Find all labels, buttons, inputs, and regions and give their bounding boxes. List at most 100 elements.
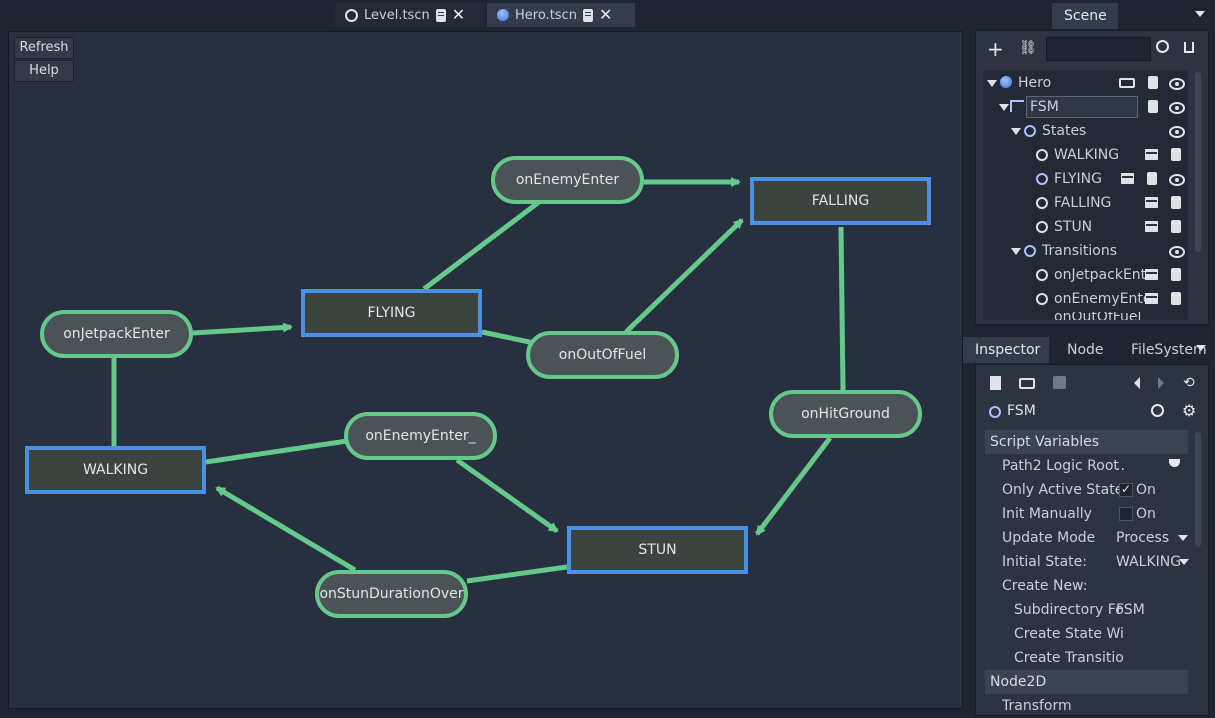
state-flying[interactable]: FLYING bbox=[301, 289, 482, 337]
script-icon[interactable] bbox=[435, 8, 446, 22]
script-icon[interactable] bbox=[1171, 196, 1181, 209]
visibility-eye-icon[interactable] bbox=[1169, 174, 1185, 186]
dock-menu-icon[interactable] bbox=[1195, 11, 1205, 17]
scene-clapper-icon[interactable] bbox=[1145, 269, 1158, 280]
transition-onstundurationover[interactable]: onStunDurationOver bbox=[315, 570, 468, 618]
tab-scene[interactable]: Scene bbox=[1052, 3, 1118, 29]
instance-icon[interactable] bbox=[1119, 78, 1135, 88]
inspector-scrollbar[interactable] bbox=[1195, 432, 1201, 547]
script-icon[interactable] bbox=[1147, 172, 1157, 185]
state-falling[interactable]: FALLING bbox=[750, 177, 931, 225]
tab-node[interactable]: Node bbox=[1067, 342, 1104, 358]
transition-onoutoffuel[interactable]: onOutOfFuel bbox=[526, 331, 679, 379]
prop-value[interactable]: FSM bbox=[1116, 602, 1145, 618]
prop-label: Transform bbox=[1002, 698, 1072, 714]
save-icon[interactable] bbox=[1053, 376, 1066, 389]
dock-menu-icon[interactable] bbox=[1196, 345, 1206, 351]
chevron-down-icon[interactable] bbox=[1178, 535, 1188, 541]
transition-onenemyenter[interactable]: onEnemyEnter bbox=[491, 156, 644, 204]
script-icon[interactable] bbox=[1171, 148, 1181, 161]
new-resource-icon[interactable] bbox=[990, 376, 1001, 390]
history-icon[interactable]: ⟲ bbox=[1183, 375, 1195, 391]
visibility-eye-icon[interactable] bbox=[1169, 126, 1185, 138]
tree-item-onoutoffuel[interactable]: onOutOfFuel bbox=[1054, 312, 1142, 320]
checkbox-checked[interactable]: ✓ bbox=[1119, 482, 1133, 497]
script-icon[interactable] bbox=[1171, 292, 1181, 305]
state-walking[interactable]: WALKING bbox=[25, 446, 206, 494]
prop-label: Update Mode bbox=[1002, 530, 1096, 546]
scene-tree-scrollbar[interactable] bbox=[1195, 72, 1201, 252]
open-folder-icon[interactable] bbox=[1019, 378, 1035, 389]
visibility-eye-icon[interactable] bbox=[1169, 102, 1185, 114]
prop-value[interactable]: .. bbox=[1116, 458, 1125, 474]
section-node2d[interactable]: Node2D bbox=[985, 670, 1188, 694]
transition-onenemyenter2[interactable]: onEnemyEnter_ bbox=[344, 412, 497, 460]
scene-clapper-icon[interactable] bbox=[1145, 221, 1158, 232]
prop-transform[interactable]: Transform bbox=[985, 694, 1190, 718]
transition-onjetpackenter[interactable]: onJetpackEnter bbox=[40, 310, 193, 358]
checkbox-unchecked[interactable] bbox=[1119, 507, 1133, 521]
script-icon[interactable] bbox=[1148, 100, 1158, 113]
tree-item-stun[interactable]: STUN bbox=[1054, 219, 1093, 235]
circle-icon bbox=[989, 406, 1001, 418]
prop-label: Init Manually bbox=[1002, 506, 1092, 522]
edge-flying-onenemyenter bbox=[422, 200, 541, 291]
prop-create-state[interactable]: Create State Wi bbox=[985, 622, 1190, 646]
circle-icon bbox=[1036, 293, 1048, 305]
tree-item-falling[interactable]: FALLING bbox=[1054, 195, 1112, 211]
tab-inspector[interactable]: Inspector bbox=[963, 337, 1049, 363]
help-button[interactable]: Help bbox=[14, 60, 74, 82]
circle-icon bbox=[1024, 245, 1036, 257]
history-forward-icon[interactable] bbox=[1158, 377, 1164, 389]
tree-item-onenemyenter[interactable]: onEnemyEnte bbox=[1054, 291, 1152, 307]
scene-clapper-icon[interactable] bbox=[1121, 173, 1134, 184]
state-stun[interactable]: STUN bbox=[567, 526, 748, 574]
prop-create-transition[interactable]: Create Transitio bbox=[985, 646, 1190, 670]
prop-value[interactable]: Process bbox=[1116, 530, 1170, 546]
tab-level-label: Level.tscn bbox=[364, 7, 430, 23]
tab-hero[interactable]: Hero.tscn ✕ bbox=[487, 3, 635, 27]
close-icon[interactable]: ✕ bbox=[451, 5, 466, 24]
tree-item-states[interactable]: States bbox=[1042, 123, 1087, 139]
trash-icon[interactable] bbox=[1184, 42, 1194, 53]
scene-clapper-icon[interactable] bbox=[1145, 293, 1158, 304]
link-icon[interactable]: ⛓ bbox=[1019, 40, 1037, 56]
search-icon[interactable] bbox=[1156, 40, 1169, 53]
search-icon[interactable] bbox=[1151, 404, 1164, 417]
chevron-down-icon[interactable] bbox=[1179, 559, 1189, 565]
collapse-arrow-icon[interactable] bbox=[999, 104, 1009, 111]
scene-search-input[interactable] bbox=[1046, 37, 1151, 61]
visibility-eye-icon[interactable] bbox=[1169, 78, 1185, 90]
heart-dropdown-icon[interactable] bbox=[1169, 459, 1180, 467]
tree-item-fsm[interactable]: FSM bbox=[1030, 99, 1059, 115]
collapse-arrow-icon[interactable] bbox=[987, 80, 997, 87]
script-icon[interactable] bbox=[1171, 268, 1181, 281]
tree-item-transitions[interactable]: Transitions bbox=[1042, 243, 1117, 259]
script-icon[interactable] bbox=[1171, 220, 1181, 233]
prop-value[interactable]: WALKING bbox=[1116, 554, 1182, 570]
tab-level[interactable]: Level.tscn ✕ bbox=[335, 3, 485, 27]
tree-item-hero[interactable]: Hero bbox=[1018, 75, 1052, 91]
fsm-graph-canvas[interactable]: Refresh Help FALLING FLYING WALKING STUN… bbox=[8, 31, 963, 709]
tab-filesystem[interactable]: FileSystem bbox=[1131, 342, 1207, 358]
collapse-arrow-icon[interactable] bbox=[1011, 128, 1021, 135]
prop-value: On bbox=[1136, 482, 1156, 498]
visibility-eye-icon[interactable] bbox=[1169, 246, 1185, 258]
prop-label: Only Active State bbox=[1002, 482, 1124, 498]
tree-item-onjetpackenter[interactable]: onJetpackEnt bbox=[1054, 267, 1147, 283]
tree-item-walking[interactable]: WALKING bbox=[1054, 147, 1120, 163]
refresh-button[interactable]: Refresh bbox=[14, 37, 74, 59]
add-node-icon[interactable]: + bbox=[987, 37, 1004, 61]
graph-edges bbox=[111, 177, 846, 584]
close-icon[interactable]: ✕ bbox=[598, 5, 613, 24]
scene-clapper-icon[interactable] bbox=[1145, 197, 1158, 208]
tree-item-flying[interactable]: FLYING bbox=[1054, 171, 1102, 187]
script-icon[interactable] bbox=[582, 8, 593, 22]
gear-icon[interactable]: ⚙ bbox=[1182, 401, 1197, 420]
scene-clapper-icon[interactable] bbox=[1145, 149, 1158, 160]
section-script-variables[interactable]: Script Variables bbox=[985, 430, 1188, 454]
transition-onhitground[interactable]: onHitGround bbox=[769, 390, 922, 438]
collapse-arrow-icon[interactable] bbox=[1011, 248, 1021, 255]
history-back-icon[interactable] bbox=[1134, 377, 1140, 389]
script-icon[interactable] bbox=[1148, 76, 1158, 89]
